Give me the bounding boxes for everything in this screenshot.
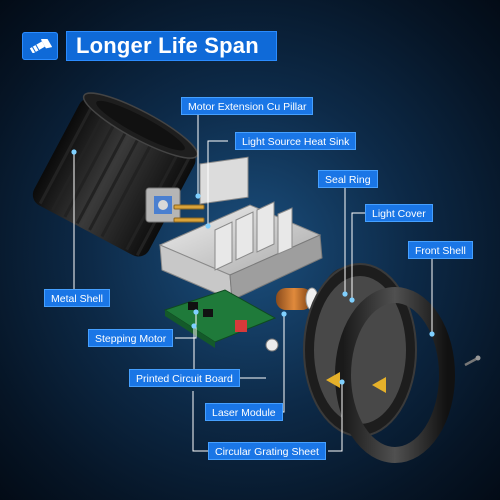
metal-shell-part [32, 92, 199, 257]
page-title: Longer Life Span [76, 33, 259, 58]
cu-pillar-part [173, 204, 205, 223]
flashlight-icon [29, 39, 52, 53]
callout-seal-ring: Seal Ring [318, 170, 378, 188]
stepping-motor-part [145, 187, 181, 223]
header: Longer Life Span [22, 28, 277, 64]
callout-motor-extension-cu-pillar: Motor Extension Cu Pillar [181, 97, 314, 115]
title-box: Longer Life Span [66, 31, 277, 61]
front-shell-part [326, 287, 455, 463]
callout-stepping-motor: Stepping Motor [88, 329, 174, 347]
leader-dots [71, 149, 435, 385]
pcb-part [163, 289, 279, 352]
callout-light-source-heat-sink: Light Source Heat Sink [235, 132, 357, 150]
heat-sink-part [158, 156, 323, 301]
callout-front-shell: Front Shell [408, 241, 473, 259]
callout-light-cover: Light Cover [365, 204, 433, 222]
callout-laser-module: Laser Module [205, 403, 283, 421]
screw-part [464, 355, 481, 367]
callout-metal-shell: Metal Shell [44, 289, 110, 307]
header-icon-box [22, 32, 58, 60]
callout-printed-circuit-board: Printed Circuit Board [129, 369, 240, 387]
callout-circular-grating-sheet: Circular Grating Sheet [208, 442, 326, 460]
